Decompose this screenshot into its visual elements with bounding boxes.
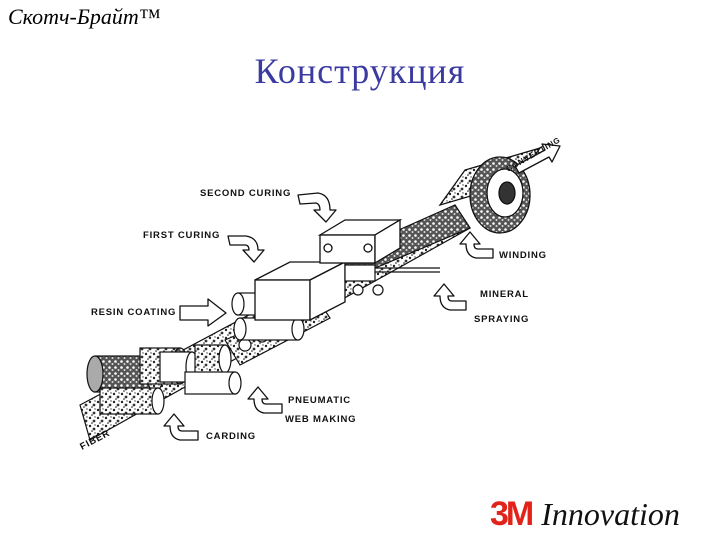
label-mineral: MINERAL bbox=[480, 289, 529, 300]
label-carding: CARDING bbox=[206, 431, 256, 442]
process-arrows bbox=[163, 143, 561, 441]
header-text: Скотч-Брайт™ bbox=[8, 4, 161, 29]
slide-title: Конструкция bbox=[254, 51, 466, 91]
resin-coating-arrow bbox=[179, 298, 227, 327]
label-resin-coating: RESIN COATING bbox=[91, 307, 176, 318]
label-web-making: WEB MAKING bbox=[285, 414, 356, 425]
3m-innovation-logo: 3M Innovation bbox=[490, 494, 680, 534]
converting-arrow bbox=[514, 143, 561, 174]
second-curing-arrow bbox=[297, 192, 337, 223]
3m-logo-mark: 3M bbox=[490, 494, 534, 533]
label-spraying: SPRAYING bbox=[474, 314, 529, 325]
carding-arrow bbox=[163, 413, 199, 441]
logo-innovation-text: Innovation bbox=[541, 495, 680, 532]
first-curing-oven bbox=[254, 260, 346, 322]
label-pneumatic: PNEUMATIC bbox=[288, 395, 351, 406]
carding-rolls bbox=[86, 344, 242, 415]
spraying-unit bbox=[344, 264, 440, 296]
pneumatic-arrow bbox=[247, 386, 283, 414]
winding-arrow bbox=[459, 231, 494, 259]
label-first-curing: FIRST CURING bbox=[143, 230, 220, 241]
label-winding: WINDING bbox=[499, 250, 547, 261]
winding-roll bbox=[438, 146, 542, 234]
spraying-arrow bbox=[433, 283, 467, 311]
second-curing-oven bbox=[317, 218, 403, 265]
first-curing-arrow bbox=[227, 235, 265, 263]
label-second-curing: SECOND CURING bbox=[200, 188, 291, 199]
